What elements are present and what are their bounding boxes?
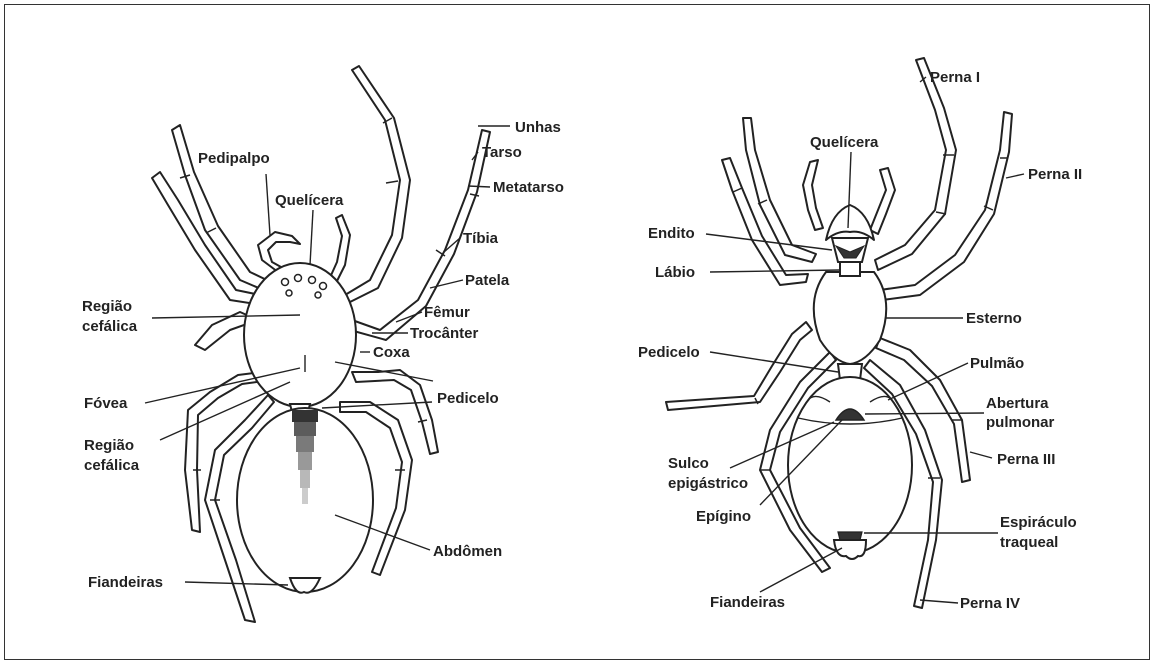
label-fovea: Fóvea xyxy=(84,395,128,412)
label-perna-i: Perna I xyxy=(930,69,980,86)
label-trocanter: Trocânter xyxy=(410,325,479,342)
label-perna-iv: Perna IV xyxy=(960,595,1020,612)
ventral-tracheal-spiracle xyxy=(838,532,862,540)
label-fiandeiras-ventral: Fiandeiras xyxy=(710,594,785,611)
label-epigino: Epígino xyxy=(696,508,751,525)
label-espiraculo-line2: traqueal xyxy=(1000,534,1058,551)
label-regiao-cefalica-1-line1: Região xyxy=(82,298,132,315)
label-quelicera-dorsal: Quelícera xyxy=(275,192,344,209)
label-perna-iii: Perna III xyxy=(997,451,1055,468)
ventral-leg-left-5 xyxy=(803,160,823,230)
dorsal-leg-right-1 xyxy=(345,66,410,302)
label-quelicera-ventral: Quelícera xyxy=(810,134,879,151)
label-metatarso: Metatarso xyxy=(493,179,564,196)
label-labio: Lábio xyxy=(655,264,695,281)
label-pedipalpo: Pedipalpo xyxy=(198,150,270,167)
label-coxa: Coxa xyxy=(373,344,410,361)
label-tarso: Tarso xyxy=(482,144,522,161)
label-unhas: Unhas xyxy=(515,119,561,136)
dorsal-leg-left-2 xyxy=(152,172,265,305)
label-pedicelo-ventral: Pedicelo xyxy=(638,344,700,361)
ventral-sternum xyxy=(814,272,887,364)
label-regiao-cefalica-1-line2: cefálica xyxy=(82,318,138,335)
label-pulmao: Pulmão xyxy=(970,355,1024,372)
ventral-labium xyxy=(840,262,860,276)
label-abertura-line1: Abertura xyxy=(986,395,1049,412)
ventral-pedipalps xyxy=(826,205,874,240)
label-perna-ii: Perna II xyxy=(1028,166,1082,183)
dorsal-cephalothorax xyxy=(244,263,356,407)
label-tibia: Tíbia xyxy=(463,230,499,247)
label-abertura-line2: pulmonar xyxy=(986,414,1054,431)
label-espiraculo-line1: Espiráculo xyxy=(1000,514,1077,531)
label-patela: Patela xyxy=(465,272,510,289)
label-sulco-line1: Sulco xyxy=(668,455,709,472)
label-regiao-cefalica-2-line2: cefálica xyxy=(84,457,140,474)
ventral-leg-left-2 xyxy=(722,158,808,285)
label-pedicelo-dorsal: Pedicelo xyxy=(437,390,499,407)
ventral-leg-right-1 xyxy=(875,58,956,270)
label-endito: Endito xyxy=(648,225,695,242)
label-regiao-cefalica-2-line1: Região xyxy=(84,437,134,454)
label-fiandeiras-dorsal: Fiandeiras xyxy=(88,574,163,591)
label-sulco-line2: epigástrico xyxy=(668,475,748,492)
label-abdomen: Abdômen xyxy=(433,543,502,560)
label-femur: Fêmur xyxy=(424,304,470,321)
label-esterno: Esterno xyxy=(966,310,1022,327)
ventral-abdomen xyxy=(788,377,912,553)
ventral-leg-right-5 xyxy=(870,168,895,234)
